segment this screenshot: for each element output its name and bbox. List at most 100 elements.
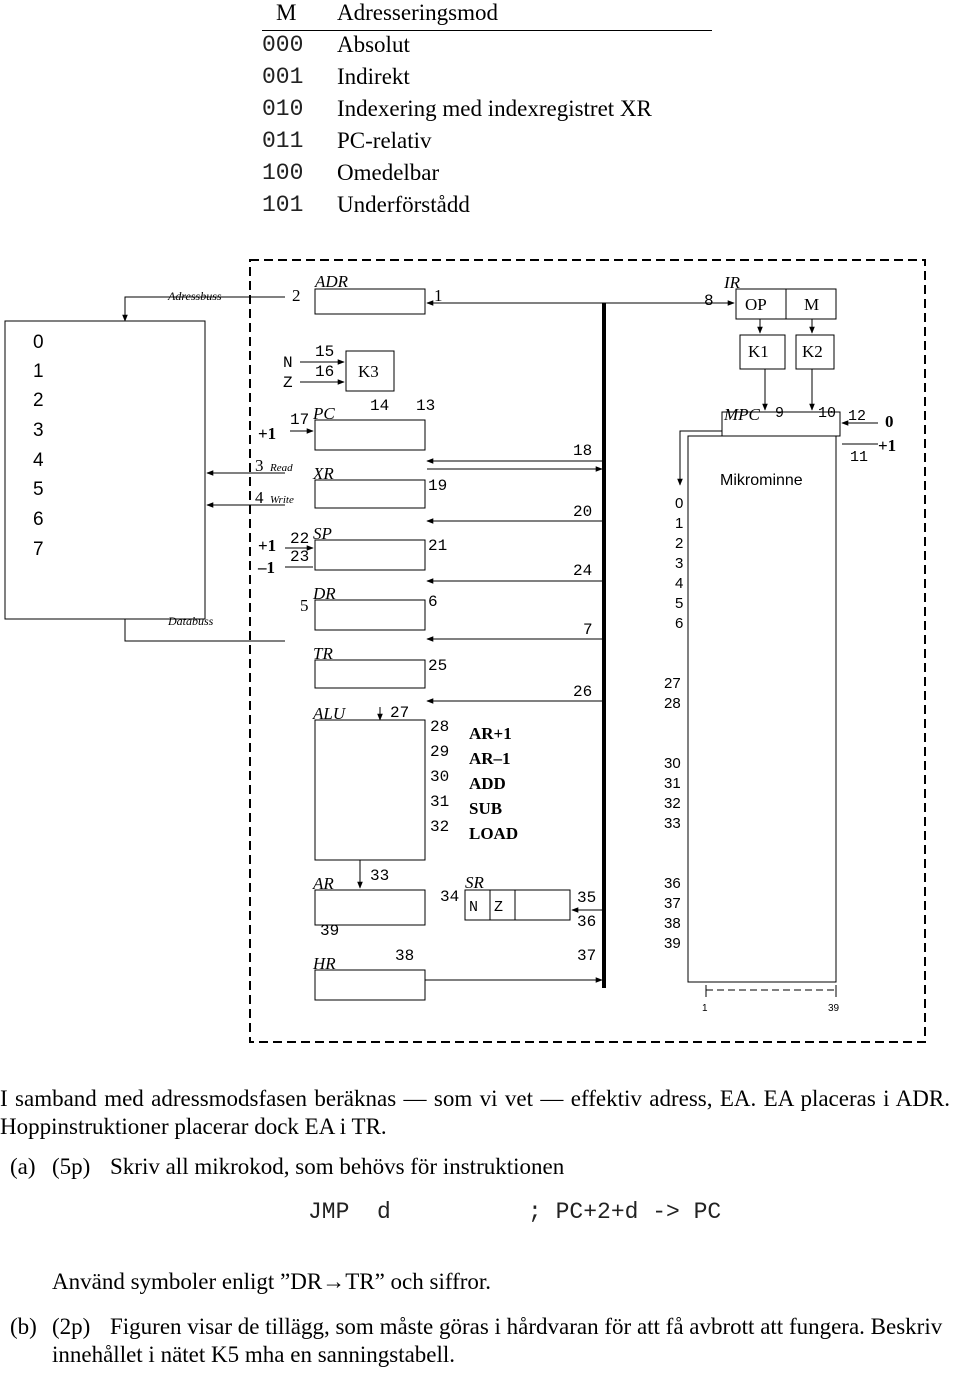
code-comment: ; PC+2+d -> PC xyxy=(528,1199,722,1225)
item-b-points: (2p) xyxy=(52,1314,91,1339)
signal-8: 8 xyxy=(704,292,714,310)
alu-label: ALU xyxy=(312,704,347,723)
mode-name: PC-relativ xyxy=(337,128,432,153)
svg-text:3: 3 xyxy=(675,555,683,572)
mem-addr: 4 xyxy=(33,450,44,471)
svg-text:28: 28 xyxy=(664,695,681,712)
hr-label: HR xyxy=(312,954,336,973)
mpc-zero: 0 xyxy=(885,412,894,431)
mem-addr: 7 xyxy=(33,539,44,560)
svg-text:31: 31 xyxy=(664,775,681,792)
alu-op: AR–1 xyxy=(469,749,511,768)
k2-net xyxy=(795,334,835,370)
adr-register xyxy=(314,288,426,315)
signal-11: 11 xyxy=(850,449,868,466)
address-bus-label: Adressbuss xyxy=(167,289,222,303)
signal-17: 17 xyxy=(290,411,309,429)
svg-text:30: 30 xyxy=(664,755,681,772)
flag-z: Z xyxy=(283,374,293,392)
mode-code: 100 xyxy=(262,160,304,186)
sr-extension xyxy=(514,889,571,921)
mode-name: Underförstådd xyxy=(337,192,470,217)
signal-25: 25 xyxy=(428,657,447,675)
item-a-label: (a) xyxy=(10,1154,36,1179)
mem-addr: 2 xyxy=(33,390,44,411)
svg-text:37: 37 xyxy=(664,895,681,912)
signal-7: 7 xyxy=(583,621,593,639)
k3-net xyxy=(345,350,395,392)
svg-text:0: 0 xyxy=(675,495,683,512)
signal-32: 32 xyxy=(430,818,449,836)
primary-memory xyxy=(4,320,206,620)
mode-code: 101 xyxy=(262,192,304,218)
adr-label: ADR xyxy=(314,272,349,291)
sr-label: SR xyxy=(465,873,485,892)
signal-19: 19 xyxy=(428,477,447,495)
flag-n: N xyxy=(283,354,293,372)
microcode-bit-labels: 0 1 2 3 4 5 6 27 28 30 31 32 33 36 37 38… xyxy=(664,495,683,952)
signal-10: 10 xyxy=(818,405,836,422)
signal-34: 34 xyxy=(440,888,459,906)
svg-text:5: 5 xyxy=(675,595,683,612)
signal-14: 14 xyxy=(370,397,389,415)
code-instruction: JMP d xyxy=(308,1199,391,1225)
alu-op: SUB xyxy=(469,799,502,818)
svg-text:33: 33 xyxy=(664,815,681,832)
svg-text:27: 27 xyxy=(664,675,681,692)
micro-bit-first: 1 xyxy=(702,1003,708,1014)
signal-13: 13 xyxy=(416,397,435,415)
alu-op: ADD xyxy=(469,774,506,793)
mem-addr: 1 xyxy=(33,361,44,382)
mpc-plus1: +1 xyxy=(878,436,896,455)
mpc-register xyxy=(721,411,841,437)
signal-6: 6 xyxy=(428,593,438,611)
pc-label: PC xyxy=(312,404,335,423)
signal-26: 26 xyxy=(573,683,592,701)
mem-addr: 0 xyxy=(33,332,44,353)
signal-31: 31 xyxy=(430,793,449,811)
sp-minus1: –1 xyxy=(257,558,275,577)
k3-label: K3 xyxy=(358,362,379,381)
signal-37: 37 xyxy=(577,947,596,965)
microcode-memory-label: Mikrominne xyxy=(720,472,803,489)
signal-30: 30 xyxy=(430,768,449,786)
sr-flag-z: Z xyxy=(494,899,503,916)
mem-addr: 5 xyxy=(33,479,44,500)
mem-addr: 3 xyxy=(33,420,44,441)
op-field: OP xyxy=(745,295,767,314)
mode-name: Indirekt xyxy=(337,64,410,89)
signal-36: 36 xyxy=(577,913,596,931)
alu-op: AR+1 xyxy=(469,724,512,743)
svg-text:6: 6 xyxy=(675,615,683,632)
signal-22: 22 xyxy=(290,530,309,548)
item-a-text: Skriv all mikrokod, som behövs för instr… xyxy=(110,1154,565,1179)
alu xyxy=(314,719,426,861)
data-bus-label: Databuss xyxy=(167,614,214,628)
signal-16: 16 xyxy=(315,363,334,381)
signal-2: 2 xyxy=(292,286,301,305)
ar-register xyxy=(314,889,426,926)
signal-3: 3 xyxy=(255,456,264,475)
signal-28: 28 xyxy=(430,718,449,736)
svg-text:36: 36 xyxy=(664,875,681,892)
signal-15: 15 xyxy=(315,343,334,361)
read-label: Read xyxy=(269,462,293,474)
signal-38: 38 xyxy=(395,947,414,965)
mem-addr: 6 xyxy=(33,509,44,530)
xr-register xyxy=(314,479,426,509)
datapath-diagram: 0 1 2 3 4 5 6 7 Adressbuss Databuss 3 Re… xyxy=(0,255,960,1050)
svg-text:32: 32 xyxy=(664,795,681,812)
signal-39: 39 xyxy=(320,922,339,940)
pc-plus1: +1 xyxy=(258,424,276,443)
pc-register xyxy=(314,419,426,451)
micro-bit-last: 39 xyxy=(828,1003,840,1014)
signal-9: 9 xyxy=(775,405,784,422)
sp-register xyxy=(314,539,426,571)
signal-23: 23 xyxy=(290,548,309,566)
tr-label: TR xyxy=(313,644,333,663)
mode-code: 010 xyxy=(262,96,304,122)
k1-net xyxy=(739,334,786,370)
xr-label: XR xyxy=(312,464,334,483)
item-b-label: (b) xyxy=(10,1314,37,1339)
item-b-text-line1: Figuren visar de tillägg, som måste göra… xyxy=(52,1313,952,1369)
